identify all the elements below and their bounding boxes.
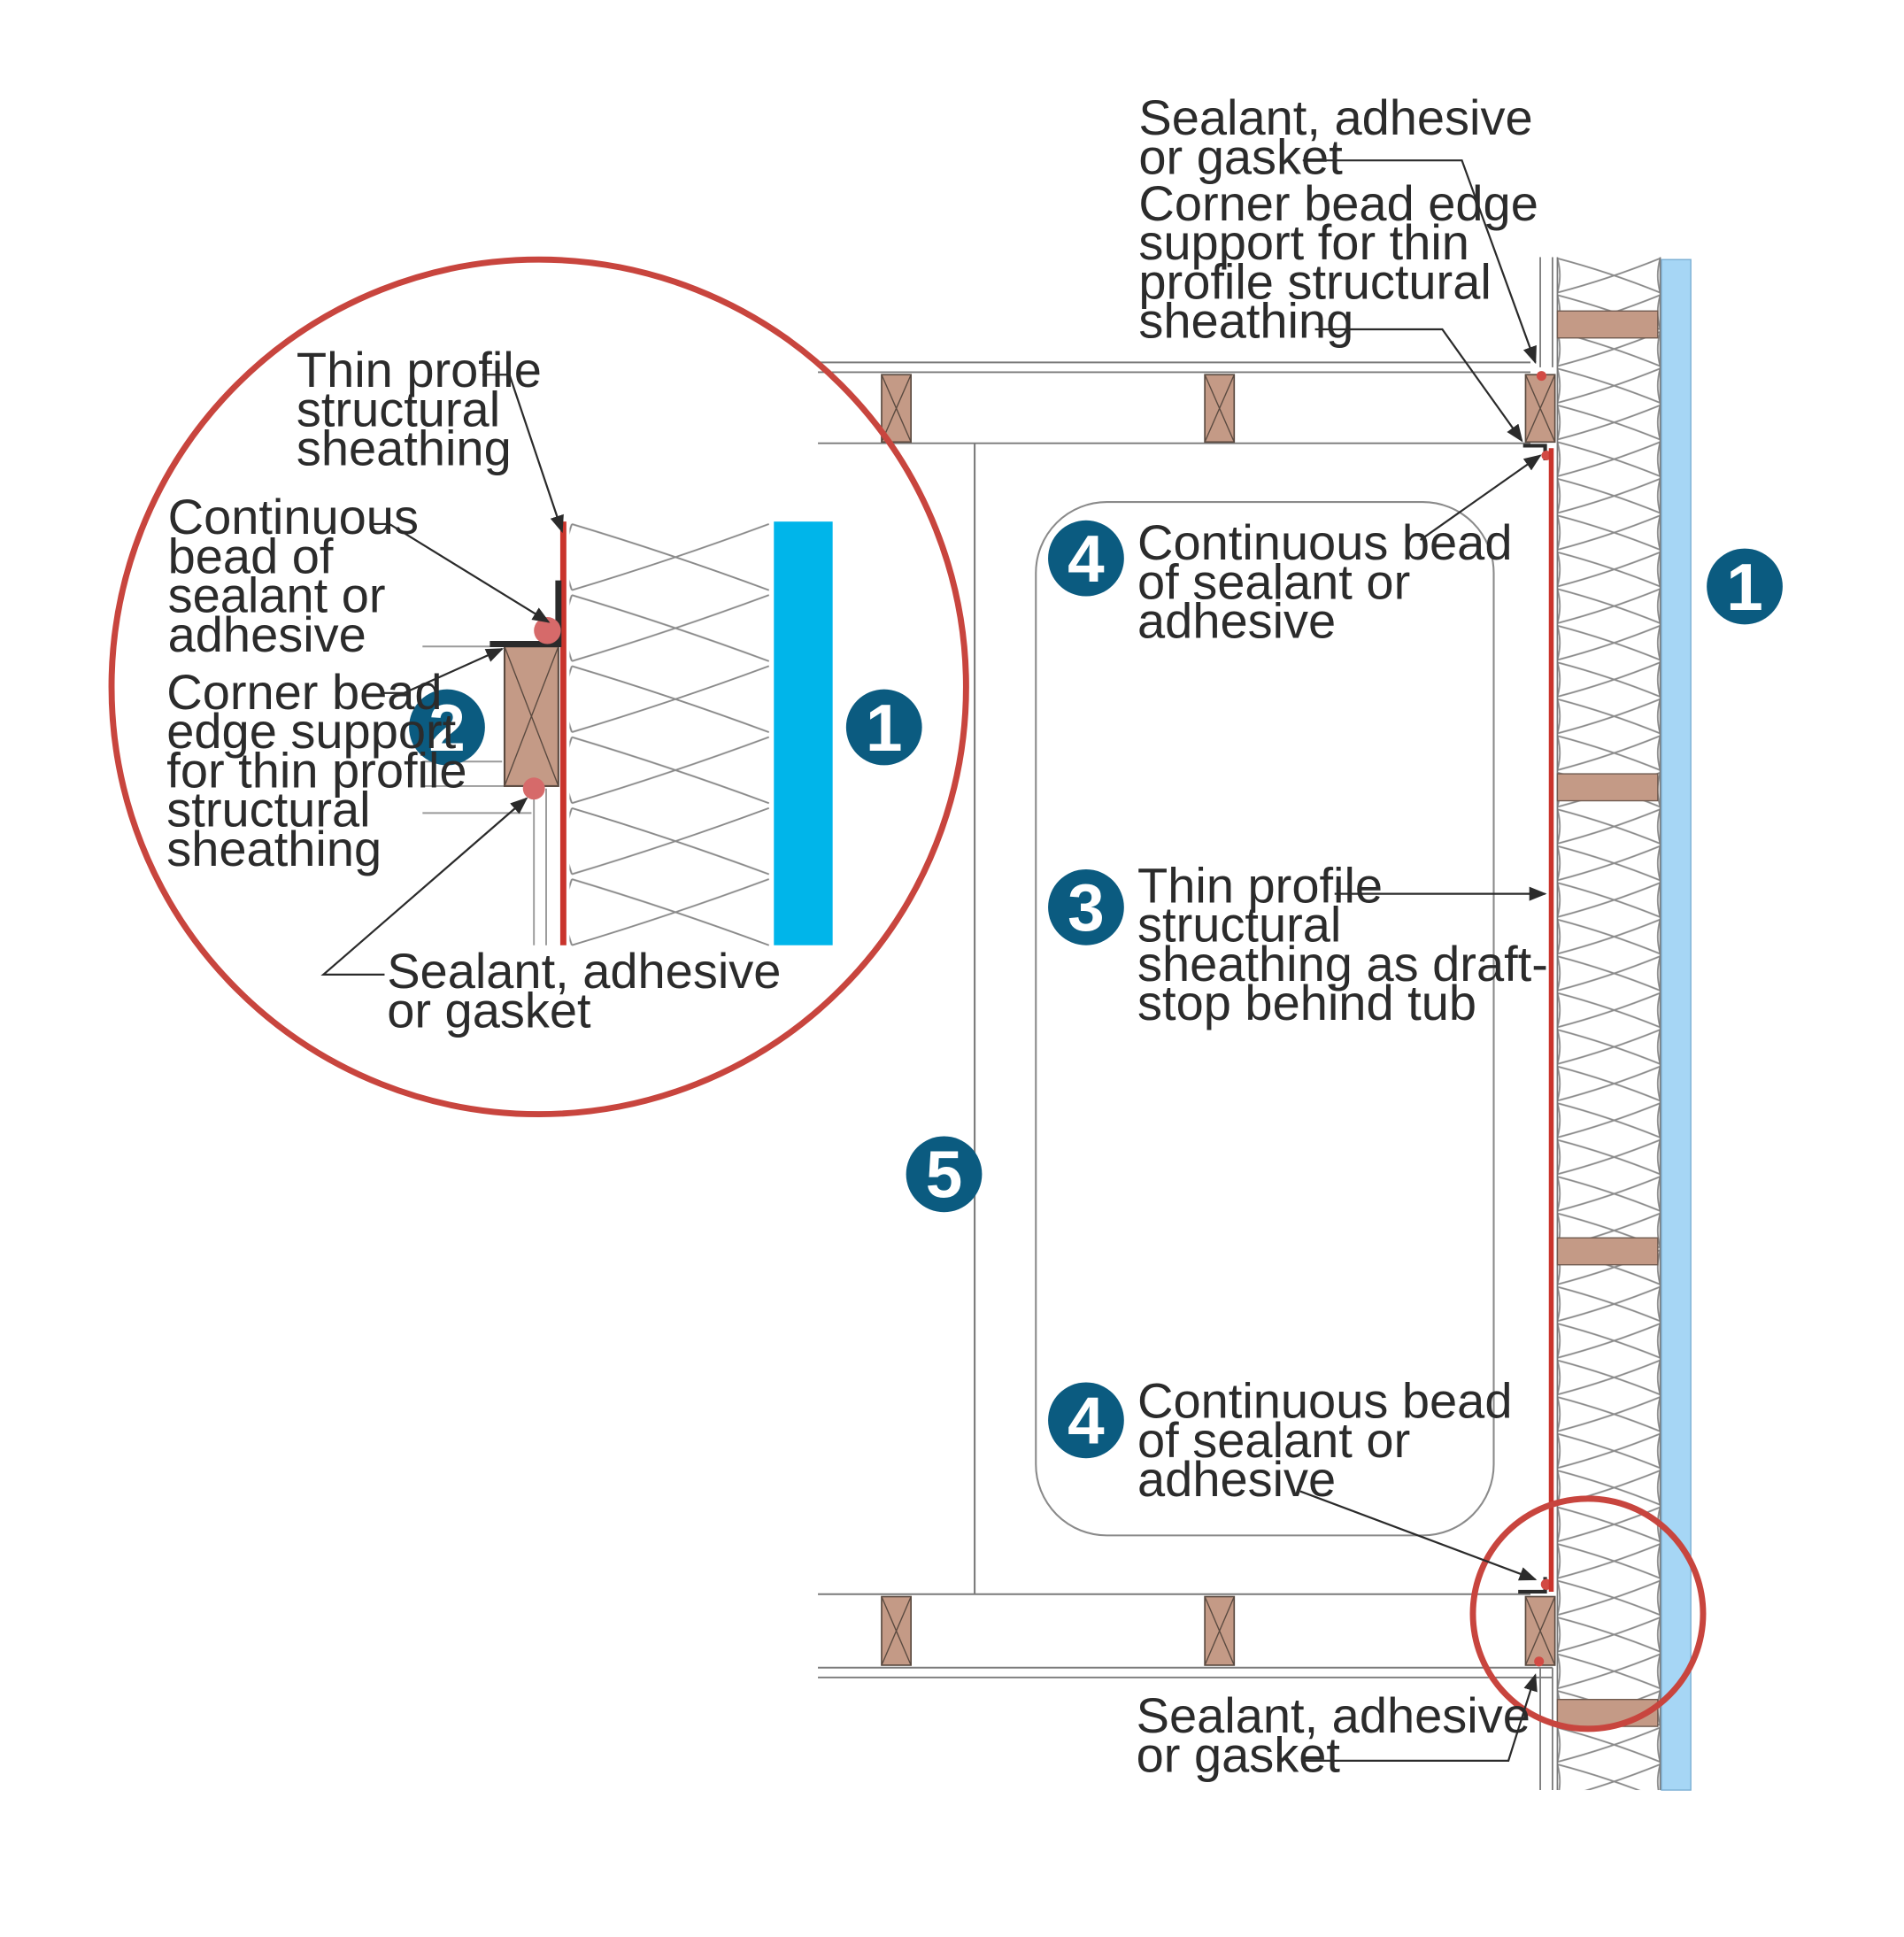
label-thin-profile-main: Thin profile structural sheathing as dra… xyxy=(1137,857,1561,1030)
rim-block-bottom xyxy=(1524,1595,1556,1666)
label-bead-bottom: Continuous bead of sealant or adhesive xyxy=(1137,1373,1526,1508)
joist xyxy=(1204,1595,1236,1666)
svg-text:3: 3 xyxy=(1068,870,1105,945)
badge-3-main: 3 xyxy=(1048,868,1124,945)
badge-1-main: 1 xyxy=(1707,548,1783,625)
joist xyxy=(881,374,912,444)
label-corner-bead-top: Corner bead edge support for thin profil… xyxy=(1138,175,1552,349)
detail-board xyxy=(774,521,833,945)
badges: 1 2 1 4 3 5 4 xyxy=(409,520,1783,1459)
labels: Sealant, adhesive or gasket Corner bead … xyxy=(166,89,1561,1782)
detail-callout-circle xyxy=(1469,1495,1707,1732)
label-detail-continuous: Continuous bead of sealant or adhesive xyxy=(168,489,433,662)
svg-text:1: 1 xyxy=(866,691,903,765)
svg-text:4: 4 xyxy=(1068,1384,1105,1458)
badge-1-detail: 1 xyxy=(845,689,922,766)
badge-2-detail: 2 xyxy=(409,689,485,766)
detail-rim-block xyxy=(503,645,559,787)
wall-insulation xyxy=(1557,257,1661,1791)
badge-4-bottom: 4 xyxy=(1048,1382,1124,1459)
svg-text:4: 4 xyxy=(1068,521,1105,596)
leader-lines xyxy=(320,159,1547,1762)
label-detail-thin-profile: Thin profile structural sheathing xyxy=(297,342,556,476)
rim-block-top xyxy=(1524,374,1556,444)
badge-4-top: 4 xyxy=(1048,520,1124,597)
svg-text:2: 2 xyxy=(428,691,466,765)
label-sealant-top: Sealant, adhesive or gasket xyxy=(1138,89,1546,184)
detail-view xyxy=(108,256,969,1118)
wall-block xyxy=(1556,310,1659,339)
label-detail-sealant: Sealant, adhesive or gasket xyxy=(387,943,795,1038)
label-sealant-bottom: Sealant, adhesive or gasket xyxy=(1137,1687,1545,1782)
wall-block xyxy=(1556,773,1659,802)
wall-block xyxy=(1556,1237,1659,1266)
tub-outline xyxy=(1035,501,1495,1537)
badge-5-main: 5 xyxy=(906,1136,983,1213)
svg-text:1: 1 xyxy=(1726,550,1763,624)
joist xyxy=(1204,374,1236,444)
exterior-board xyxy=(1661,259,1692,1791)
detail-insulation xyxy=(569,521,772,948)
joist xyxy=(881,1595,912,1666)
label-detail-corner-bead: Corner bead edge support for thin profil… xyxy=(166,664,481,876)
label-bead-top: Continuous bead of sealant or adhesive xyxy=(1137,514,1526,649)
svg-text:5: 5 xyxy=(926,1138,963,1212)
main-section xyxy=(818,257,1707,1791)
